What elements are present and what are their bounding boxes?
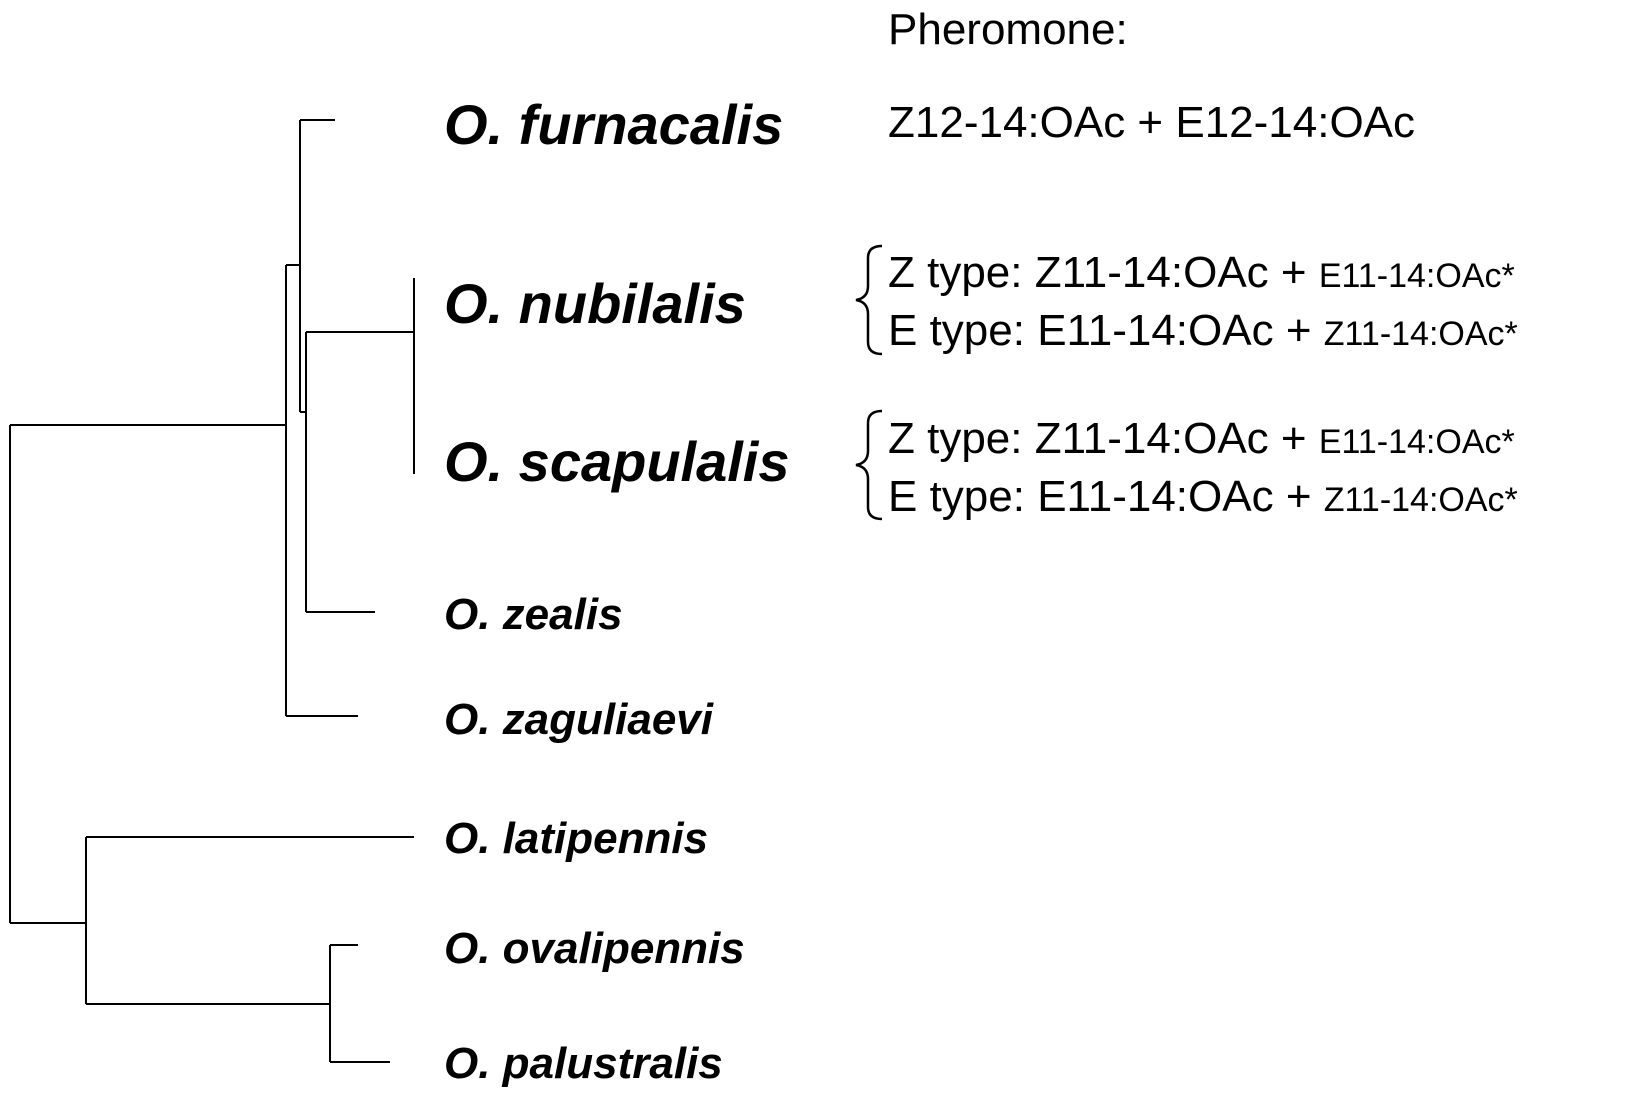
pheromone-furnacalis: Z12-14:OAc + E12-14:OAc xyxy=(888,98,1416,147)
brace-scapulalis xyxy=(855,409,883,521)
pheromone-scapulalis-z-main: Z type: Z11-14:OAc + xyxy=(888,414,1319,463)
pheromone-nubilalis-z-main: Z type: Z11-14:OAc + xyxy=(888,248,1319,297)
pheromone-nubilalis-e-main: E type: E11-14:OAc + xyxy=(888,306,1324,355)
pheromone-scapulalis-e-main: E type: E11-14:OAc + xyxy=(888,472,1324,521)
taxon-palustralis: O. palustralis xyxy=(444,1039,723,1088)
taxon-nubilalis: O. nubilalis xyxy=(444,272,746,335)
pheromone-scapulalis-e-minor: Z11-14:OAc* xyxy=(1323,481,1518,519)
pheromone-nubilalis-e-minor: Z11-14:OAc* xyxy=(1323,315,1518,353)
taxon-furnacalis: O. furnacalis xyxy=(444,93,784,156)
pheromone-nubilalis-e-type: E type: E11-14:OAc + Z11-14:OAc* xyxy=(888,309,1518,353)
pheromone-scapulalis-z-minor: E11-14:OAc* xyxy=(1318,423,1515,461)
brace-nubilalis xyxy=(855,244,883,356)
taxon-scapulalis: O. scapulalis xyxy=(444,430,790,493)
taxon-zealis: O. zealis xyxy=(444,590,623,639)
pheromone-scapulalis-e-type: E type: E11-14:OAc + Z11-14:OAc* xyxy=(888,475,1518,519)
pheromone-scapulalis-z-type: Z type: Z11-14:OAc + E11-14:OAc* xyxy=(888,417,1515,461)
taxon-ovalipennis: O. ovalipennis xyxy=(444,924,745,973)
taxon-latipennis: O. latipennis xyxy=(444,814,709,863)
pheromone-nubilalis-z-type: Z type: Z11-14:OAc + E11-14:OAc* xyxy=(888,251,1515,295)
pheromone-header: Pheromone: xyxy=(888,5,1128,54)
taxon-zaguliaevi: O. zaguliaevi xyxy=(444,695,713,744)
pheromone-nubilalis-z-minor: E11-14:OAc* xyxy=(1318,257,1515,295)
